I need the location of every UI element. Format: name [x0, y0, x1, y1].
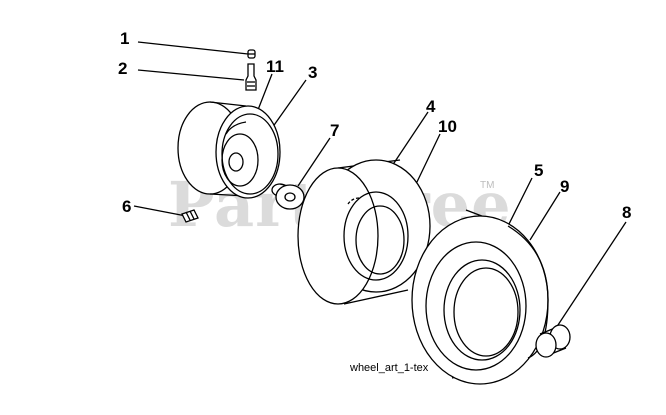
rear-tire-part	[411, 209, 549, 385]
wheel-rim-part	[177, 101, 281, 199]
leader-line-2	[137, 69, 245, 81]
bushing-part	[271, 183, 305, 210]
callout-5: 5	[534, 161, 544, 180]
leader-line-5	[507, 177, 533, 227]
callout-2: 2	[118, 59, 128, 78]
leader-line-7	[297, 137, 331, 187]
valve-stem-part	[245, 63, 257, 91]
callout-7: 7	[330, 121, 340, 140]
leader-line-6	[133, 205, 187, 217]
callout-9: 9	[560, 177, 570, 196]
leader-line-3	[271, 79, 307, 129]
callout-1: 1	[120, 29, 130, 48]
leader-line-1	[137, 41, 249, 55]
callout-10: 10	[438, 117, 457, 136]
callout-3: 3	[308, 63, 318, 82]
leader-line-9	[529, 191, 561, 241]
grease-fitting-part	[181, 209, 199, 223]
callout-8: 8	[622, 203, 632, 222]
valve-cap-part	[247, 49, 256, 59]
front-tire-part	[297, 159, 431, 305]
callout-4: 4	[426, 97, 436, 116]
callout-6: 6	[122, 197, 132, 216]
callout-11: 11	[266, 57, 284, 76]
leader-line-10	[415, 133, 441, 185]
hub-cap-part	[535, 324, 571, 358]
leader-line-4	[391, 111, 429, 167]
watermark-trademark: TM	[480, 180, 495, 191]
diagram-caption: wheel_art_1-tex	[350, 362, 429, 374]
leader-line-8	[555, 221, 627, 329]
